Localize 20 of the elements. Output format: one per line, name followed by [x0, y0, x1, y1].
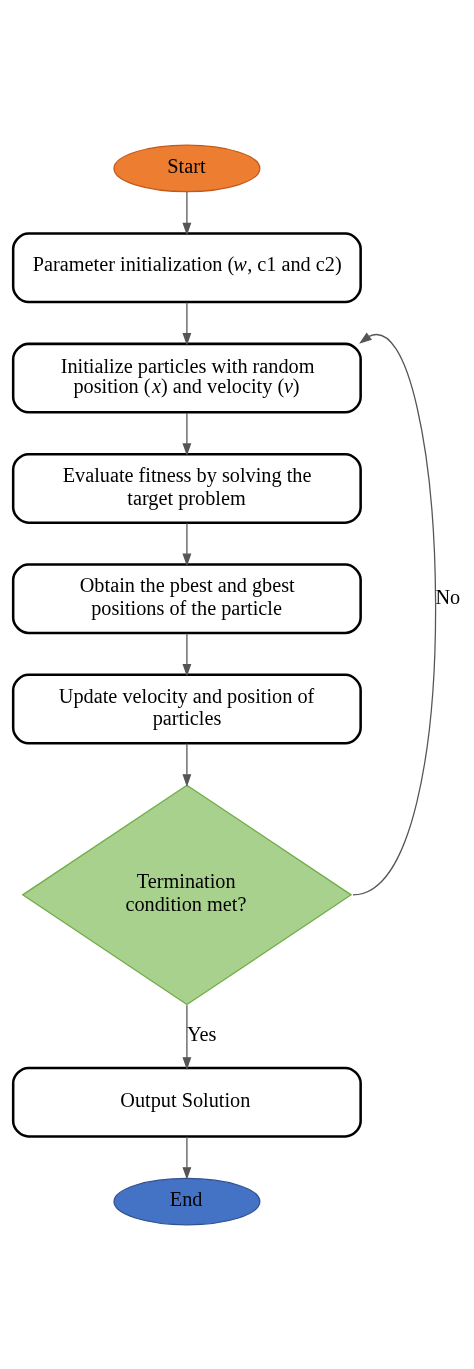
arrow: [182, 1004, 192, 1070]
node-box: Update velocity and position of particles: [11, 673, 362, 745]
arrow: [182, 411, 192, 456]
arrow: [182, 632, 192, 677]
arrow: [182, 1135, 192, 1180]
edge-label: No: [435, 585, 461, 608]
node-box: Parameter initialization (w, c1 and c2): [11, 231, 362, 303]
node-diamond: Termination condition met?: [21, 783, 353, 1005]
node-box: Obtain the pbest and gbest positions of the particle: [11, 562, 362, 634]
node-box: Initialize particles with random position (x) and velocity (v): [11, 342, 362, 414]
arrow: [182, 522, 192, 566]
node-ellipse: Start: [113, 144, 261, 192]
edge-label: Yes: [186, 1022, 217, 1045]
arrow: [182, 191, 192, 235]
node-box: Evaluate fitness by solving the target problem: [11, 452, 362, 524]
arrow: [182, 742, 192, 787]
node-ellipse: End: [113, 1177, 261, 1225]
node-box: Output Solution: [11, 1066, 362, 1138]
arrow: [182, 301, 192, 346]
arrow: [352, 332, 437, 895]
